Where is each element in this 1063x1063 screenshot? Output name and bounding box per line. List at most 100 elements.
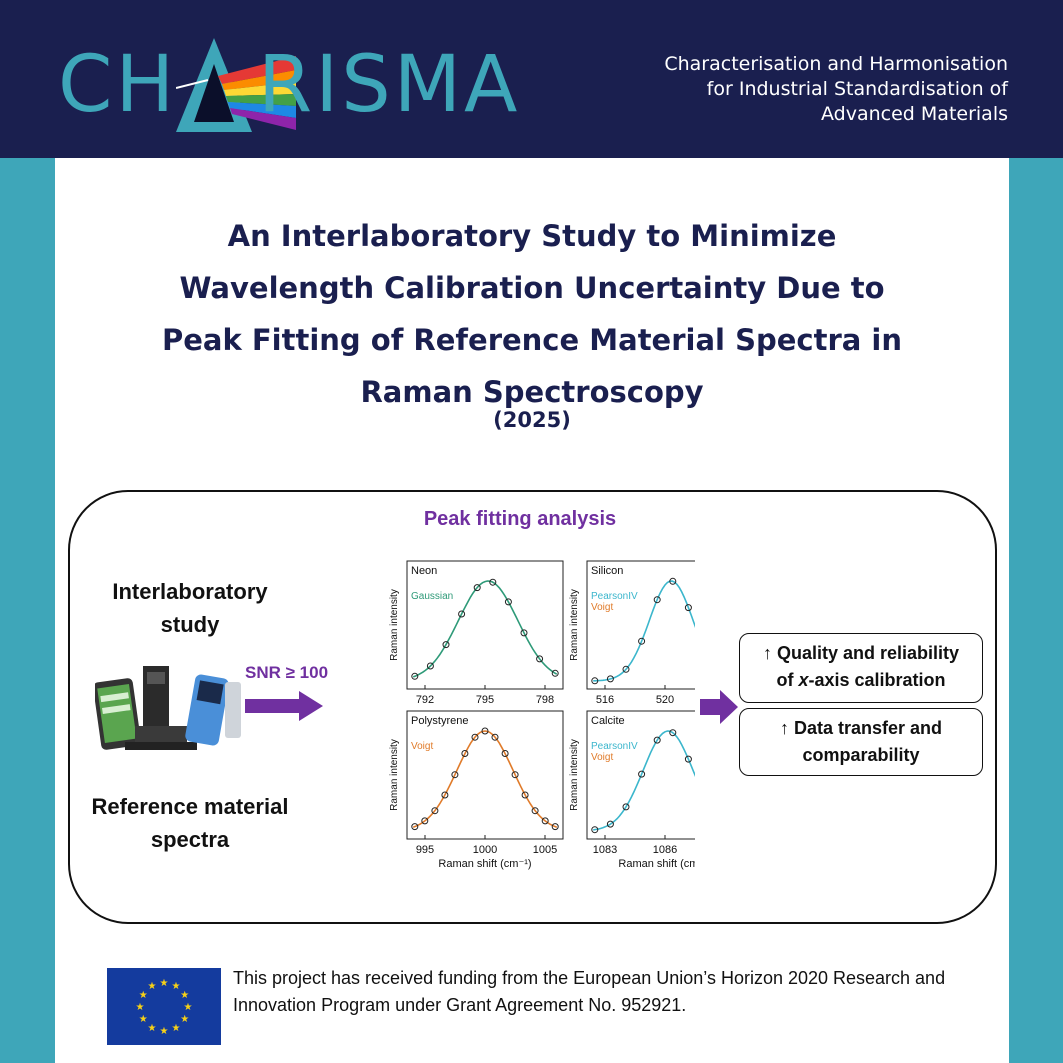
- data-point: [461, 750, 469, 757]
- data-point: [411, 672, 419, 680]
- data-point: [441, 791, 449, 799]
- eu-star-icon: ★: [180, 1014, 189, 1025]
- graphical-abstract-frame: [68, 490, 997, 924]
- spectrum-panel-frame: [586, 560, 695, 690]
- data-point: [551, 669, 559, 677]
- data-point: [551, 823, 559, 831]
- result-box-quality: ↑ Quality and reliability of x-axis cali…: [739, 633, 983, 703]
- tagline-line: Characterisation and Harmonisation: [664, 53, 1008, 75]
- x-tick-label: 1086: [653, 844, 677, 856]
- paper-title: An Interlaboratory Study to Minimize Wav…: [95, 210, 969, 418]
- title-line: Peak Fitting of Reference Material Spect…: [161, 323, 902, 357]
- data-point: [606, 675, 614, 683]
- interlaboratory-study-label: Interlaboratory study: [75, 575, 305, 641]
- title-line: An Interlaboratory Study to Minimize: [227, 219, 837, 253]
- data-point: [489, 578, 497, 586]
- data-point: [521, 791, 529, 799]
- logo-text-right: RISMA: [258, 40, 521, 130]
- result-text-italic: x: [798, 670, 809, 690]
- data-point: [669, 577, 677, 585]
- data-point: [531, 807, 539, 815]
- x-tick-label: 792: [416, 694, 434, 706]
- data-point: [421, 817, 429, 825]
- fit-model-label: Gaussian: [411, 591, 453, 602]
- logo-text-left: CH: [58, 40, 178, 130]
- eu-star-icon: ★: [148, 981, 157, 992]
- data-point: [684, 755, 692, 763]
- publication-year: (2025): [493, 408, 571, 432]
- fit-curve: [593, 730, 695, 831]
- eu-star-icon: ★: [139, 1014, 148, 1025]
- result-line: comparability: [802, 745, 920, 765]
- data-point: [411, 823, 419, 831]
- spectrum-panel-name: Silicon: [591, 565, 623, 577]
- eu-star-icon: ★: [184, 1002, 193, 1013]
- x-tick-label: 516: [596, 694, 614, 706]
- data-point: [501, 750, 509, 757]
- fit-curve: [412, 730, 558, 828]
- charisma-logo: CH RISMA: [58, 36, 558, 136]
- data-point: [520, 629, 528, 637]
- eu-flag-icon: ★★★★★★★★★★★★: [107, 968, 221, 1045]
- reference-material-label: Reference material spectra: [65, 790, 315, 856]
- x-tick-label: 795: [476, 694, 494, 706]
- data-point: [653, 736, 661, 744]
- snr-label: SNR ≥ 100: [245, 663, 329, 682]
- y-axis-label: Raman intensity: [569, 589, 580, 661]
- x-axis-label: Raman shift (cm⁻¹): [438, 858, 531, 870]
- content-panel: An Interlaboratory Study to Minimize Wav…: [55, 158, 1009, 1063]
- data-point: [481, 727, 489, 735]
- x-axis-label: Raman shift (cm⁻¹): [618, 858, 695, 870]
- data-point: [473, 584, 481, 592]
- spectrum-panel-name: Calcite: [591, 715, 625, 727]
- eu-star-icon: ★: [180, 990, 189, 1001]
- eu-star-icon: ★: [172, 981, 181, 992]
- x-tick-label: 1000: [473, 844, 497, 856]
- data-point: [622, 803, 630, 811]
- y-axis-label: Raman intensity: [389, 589, 400, 661]
- eu-star-icon: ★: [160, 978, 169, 989]
- label-line: study: [160, 612, 220, 637]
- data-point: [491, 733, 499, 741]
- data-point: [606, 820, 614, 828]
- data-point: [638, 770, 646, 778]
- eu-star-icon: ★: [139, 990, 148, 1001]
- snr-arrow-icon: [245, 691, 323, 721]
- data-point: [536, 655, 544, 663]
- spectrum-panel-name: Neon: [411, 565, 437, 577]
- label-line: Interlaboratory: [112, 579, 268, 604]
- result-text: of: [776, 670, 799, 690]
- eu-star-icon: ★: [160, 1026, 169, 1037]
- result-box-transfer: ↑ Data transfer and comparability: [739, 708, 983, 776]
- project-tagline: Characterisation and Harmonisation for I…: [568, 52, 1008, 127]
- data-point: [622, 665, 630, 673]
- fit-model-label: PearsonIV: [591, 741, 638, 752]
- data-point: [684, 604, 692, 612]
- funding-statement: This project has received funding from t…: [233, 968, 946, 1015]
- data-point: [471, 733, 479, 741]
- spectrum-panel-name: Polystyrene: [411, 715, 468, 727]
- data-point: [541, 817, 549, 825]
- raman-instruments-illustration: [95, 666, 241, 750]
- data-point: [442, 641, 450, 649]
- title-line: Wavelength Calibration Uncertainty Due t…: [179, 271, 885, 305]
- fit-curve: [412, 580, 558, 678]
- data-point: [511, 771, 519, 779]
- data-point: [591, 677, 599, 685]
- fit-model-label: PearsonIV: [591, 591, 638, 602]
- title-line: Raman Spectroscopy: [360, 375, 704, 409]
- x-tick-label: 520: [656, 694, 674, 706]
- fit-model-label: Voigt: [591, 602, 613, 613]
- data-point: [638, 637, 646, 645]
- y-axis-label: Raman intensity: [569, 739, 580, 811]
- x-tick-label: 1005: [533, 844, 557, 856]
- y-axis-label: Raman intensity: [389, 739, 400, 811]
- result-line: of x-axis calibration: [740, 667, 982, 694]
- data-point: [669, 729, 677, 737]
- x-tick-label: 1083: [593, 844, 617, 856]
- tagline-line: Advanced Materials: [821, 103, 1008, 125]
- x-tick-label: 995: [416, 844, 434, 856]
- header-banner: CH RISMA Characterisation and Harmonisat…: [0, 0, 1063, 158]
- data-point: [431, 807, 439, 815]
